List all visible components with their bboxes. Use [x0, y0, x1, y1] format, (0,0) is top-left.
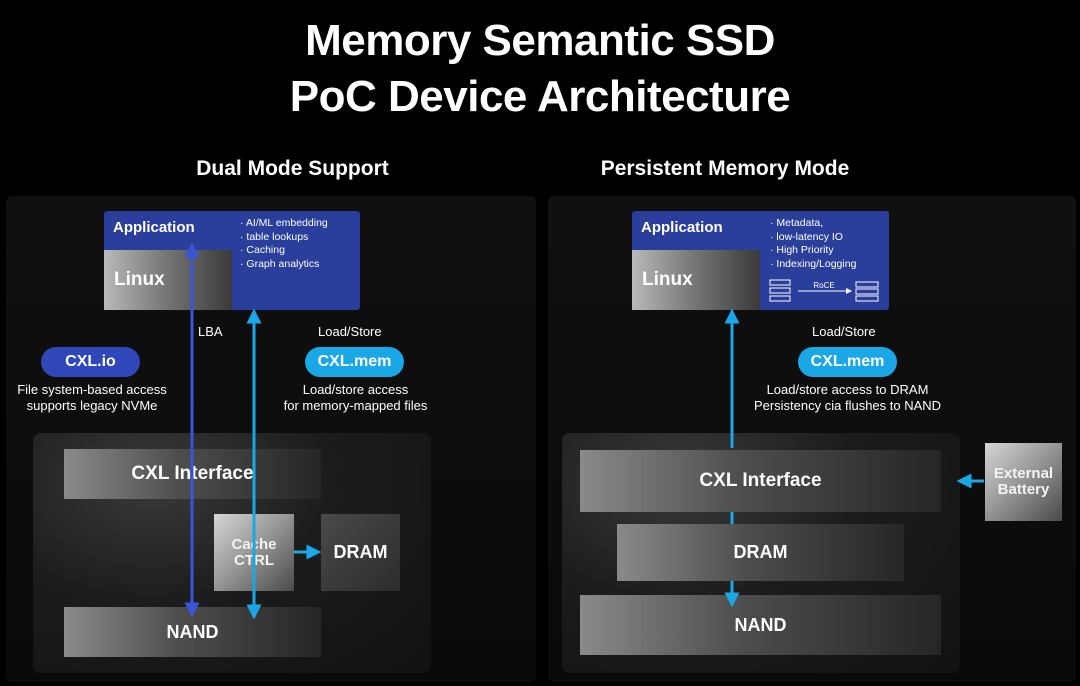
right-load-store-label: Load/Store: [812, 324, 876, 339]
left-cxl-mem-caption: Load/store access for memory-mapped file…: [283, 382, 428, 413]
left-linux-label: Linux: [114, 269, 165, 290]
right-cxl-interface-box: CXL Interface: [580, 450, 941, 512]
right-section-title: Persistent Memory Mode: [600, 157, 850, 180]
left-app-bullets: AI/ML embedding table lookups Caching Gr…: [240, 217, 328, 271]
server-stack-left-icon: [769, 279, 791, 302]
right-cxl-mem-caption: Load/store access to DRAM Persistency ci…: [753, 382, 942, 413]
right-linux-label: Linux: [642, 269, 693, 290]
external-battery-box: External Battery: [985, 443, 1062, 521]
right-bullet-3: High Priority: [770, 244, 856, 258]
right-linux-block: Linux: [632, 250, 760, 310]
left-cxl-mem-badge: CXL.mem: [305, 347, 404, 377]
right-app-bullets: Metadata, low-latency IO High Priority I…: [770, 217, 856, 271]
right-bullet-2: low-latency IO: [770, 231, 856, 245]
right-nand-box: NAND: [580, 595, 941, 655]
left-load-store-label: Load/Store: [318, 324, 382, 339]
roce-label: RoCE: [813, 281, 834, 290]
roce-diagram: RoCE: [769, 279, 879, 302]
right-cxl-mem-badge: CXL.mem: [798, 347, 897, 377]
right-application-label: Application: [641, 219, 723, 236]
left-application-label: Application: [113, 219, 195, 236]
left-linux-block: Linux: [104, 250, 232, 310]
cxl-io-caption: File system-based access supports legacy…: [17, 382, 167, 413]
right-dram-box: DRAM: [617, 524, 904, 581]
lba-label: LBA: [198, 324, 223, 339]
left-dram-box: DRAM: [321, 514, 400, 591]
page-title-line1: Memory Semantic SSD: [305, 16, 775, 65]
server-stack-right-icon: [855, 281, 879, 302]
left-bullet-2: table lookups: [240, 231, 328, 245]
left-bullet-4: Graph analytics: [240, 258, 328, 272]
right-bullet-4: Indexing/Logging: [770, 258, 856, 272]
page-title-line2: PoC Device Architecture: [289, 72, 791, 121]
cxl-io-badge: CXL.io: [41, 347, 140, 377]
right-bullet-1: Metadata,: [770, 217, 856, 231]
left-bullet-1: AI/ML embedding: [240, 217, 328, 231]
left-section-title: Dual Mode Support: [196, 157, 389, 180]
left-bullet-3: Caching: [240, 244, 328, 258]
